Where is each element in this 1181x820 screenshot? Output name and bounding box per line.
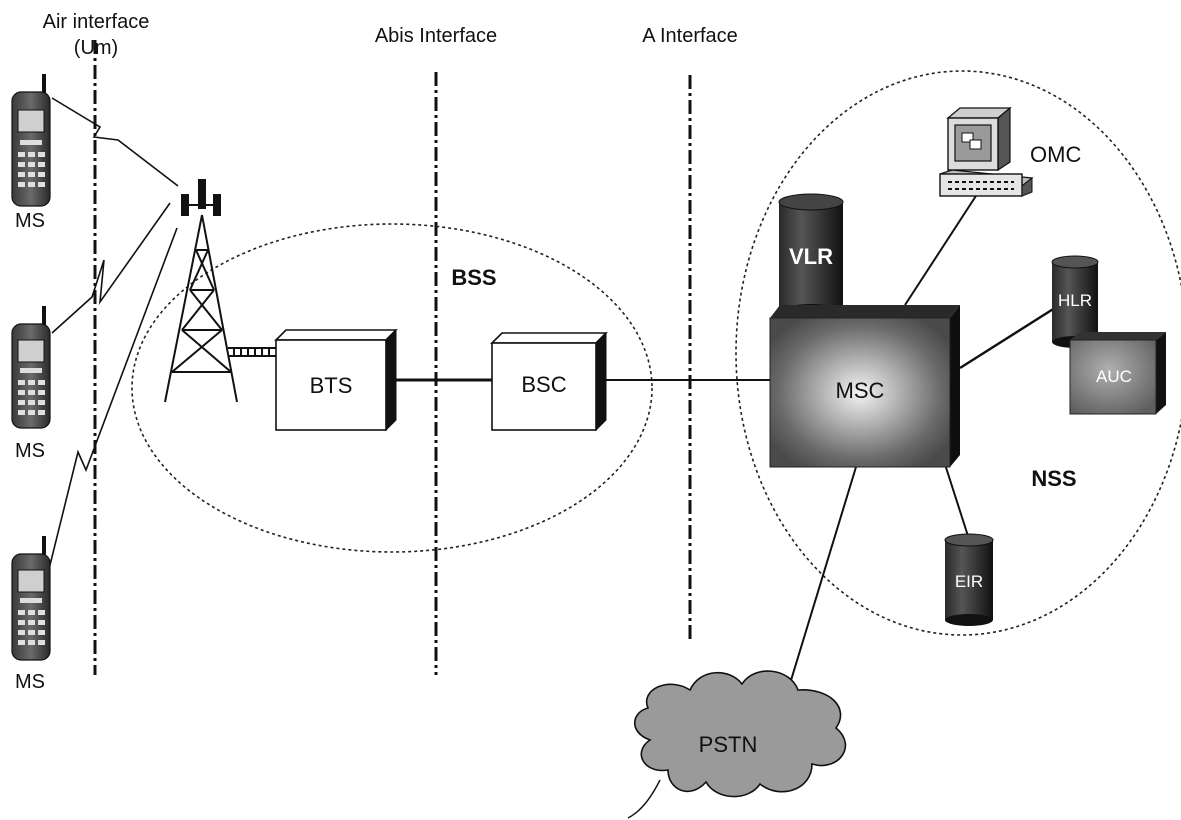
abis-interface-label: Abis Interface: [375, 25, 497, 47]
auc-node: AUC: [1069, 332, 1166, 415]
phone-icon: [11, 306, 51, 429]
hlr-label: HLR: [1058, 291, 1092, 310]
ms-label-1: MS: [15, 210, 45, 232]
msc-eir-link: [941, 454, 969, 537]
bsc-node: BSC: [490, 331, 608, 432]
auc-label: AUC: [1096, 367, 1132, 386]
eir-label: EIR: [955, 572, 983, 591]
pstn-node: PSTN: [627, 670, 847, 819]
phone-icon: [11, 74, 51, 207]
radio-link-1: [51, 97, 179, 187]
vlr-node: VLR: [778, 193, 844, 320]
phone-icon: [11, 536, 51, 661]
bss-boundary: [131, 223, 653, 553]
ms-label-3: MS: [15, 671, 45, 693]
vlr-label: VLR: [789, 244, 833, 269]
links: [390, 181, 1059, 701]
msc-pstn-link: [784, 466, 857, 701]
eir-node: EIR: [944, 533, 994, 626]
radio-link-3: [49, 227, 178, 566]
cloud-icon: [633, 670, 847, 798]
bsc-label: BSC: [521, 372, 566, 397]
mobile-station-1: MS: [11, 74, 51, 232]
hlr-node: HLR: [1051, 255, 1099, 348]
nss-boundary: [735, 70, 1181, 636]
pstn-label: PSTN: [699, 732, 758, 757]
bts-label: BTS: [310, 373, 353, 398]
msc-label: MSC: [836, 378, 885, 403]
nss-label: NSS: [1031, 466, 1076, 491]
msc-hlr-link: [959, 304, 1059, 370]
interface-lines: [93, 40, 692, 675]
omc-node: OMC: [939, 106, 1081, 197]
radio-links: [49, 97, 179, 566]
computer-icon: [939, 106, 1034, 197]
ms-label-2: MS: [15, 440, 45, 462]
mobile-station-3: MS: [11, 536, 51, 693]
air-interface-label: Air interface: [43, 11, 150, 33]
air-interface-sublabel: (Um): [74, 37, 118, 59]
bss-label: BSS: [451, 265, 496, 290]
mobile-station-2: MS: [11, 306, 51, 462]
msc-node: MSC: [769, 305, 960, 468]
a-interface-label: A Interface: [642, 25, 738, 47]
radio-link-2: [51, 202, 171, 334]
msc-omc-link: [904, 181, 986, 306]
tower-icon: [164, 179, 278, 403]
omc-label: OMC: [1030, 142, 1081, 167]
bts-node: BTS: [274, 328, 398, 432]
